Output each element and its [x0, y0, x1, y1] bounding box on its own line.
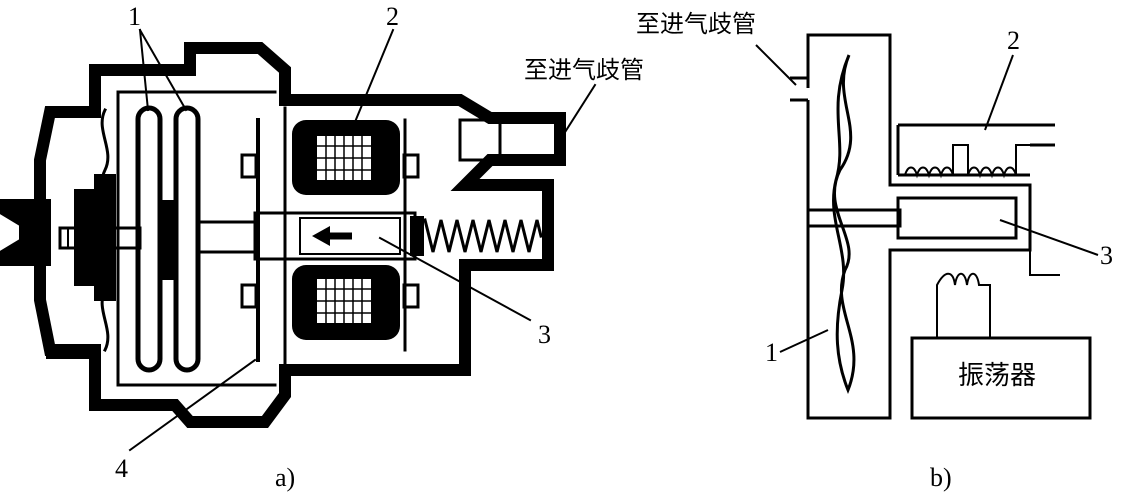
chamber-b — [806, 33, 1032, 420]
label-b-1: 1 — [765, 338, 778, 367]
coil-bracket-b — [896, 123, 1055, 177]
caption-b: b) — [930, 463, 952, 492]
leader-b-2 — [984, 54, 1014, 131]
label-a-4: 4 — [115, 454, 128, 483]
label-a-1: 1 — [128, 2, 141, 31]
coil-lower-grid — [315, 277, 373, 325]
clamps — [240, 153, 420, 309]
rod-b — [806, 208, 902, 228]
shaft — [196, 220, 260, 254]
plate-core — [160, 200, 176, 280]
label-a-port: 至进气歧管 — [524, 56, 644, 84]
oscillator-label: 振荡器 — [958, 361, 1037, 391]
armature-b — [896, 196, 1018, 240]
oscillator-box — [910, 336, 1092, 420]
spring — [423, 218, 543, 253]
diagram-b — [755, 33, 1099, 420]
label-b-3: 3 — [1100, 241, 1113, 270]
leader-2 — [353, 28, 395, 124]
leader-4 — [128, 358, 257, 452]
leader-3 — [378, 236, 532, 322]
plunger-nut — [410, 216, 424, 256]
label-a-3: 3 — [538, 320, 551, 349]
housing-outline — [34, 42, 566, 428]
leader-port-a — [558, 83, 597, 142]
lower-arm-b — [1029, 250, 1060, 276]
hub — [74, 174, 116, 301]
port-stub-b — [790, 76, 808, 102]
leader-b-3 — [999, 219, 1099, 256]
leader-b-1 — [779, 329, 829, 353]
screw-thread — [67, 227, 109, 249]
vent-stub — [46, 345, 101, 359]
leader-1a — [138, 28, 150, 112]
label-b-port: 至进气歧管 — [636, 10, 756, 38]
left-nozzle — [0, 199, 51, 266]
diaphragm-plate-b — [173, 105, 201, 373]
plunger-inner — [299, 217, 401, 255]
coil-upper-grid — [315, 134, 373, 182]
plunger-arrowhead — [312, 226, 330, 246]
diagram-a — [0, 28, 597, 452]
caption-a: a) — [275, 463, 296, 492]
chamber-inner-line — [116, 90, 277, 387]
port-tube — [458, 118, 502, 162]
label-b-2: 2 — [1007, 26, 1020, 55]
label-a-2: 2 — [386, 2, 399, 31]
coil-b-winding — [904, 144, 1030, 179]
leader-b-port — [755, 44, 797, 86]
leader-1b — [138, 28, 188, 112]
oscillator-coil — [936, 272, 991, 338]
diaphragm-b — [832, 54, 856, 395]
